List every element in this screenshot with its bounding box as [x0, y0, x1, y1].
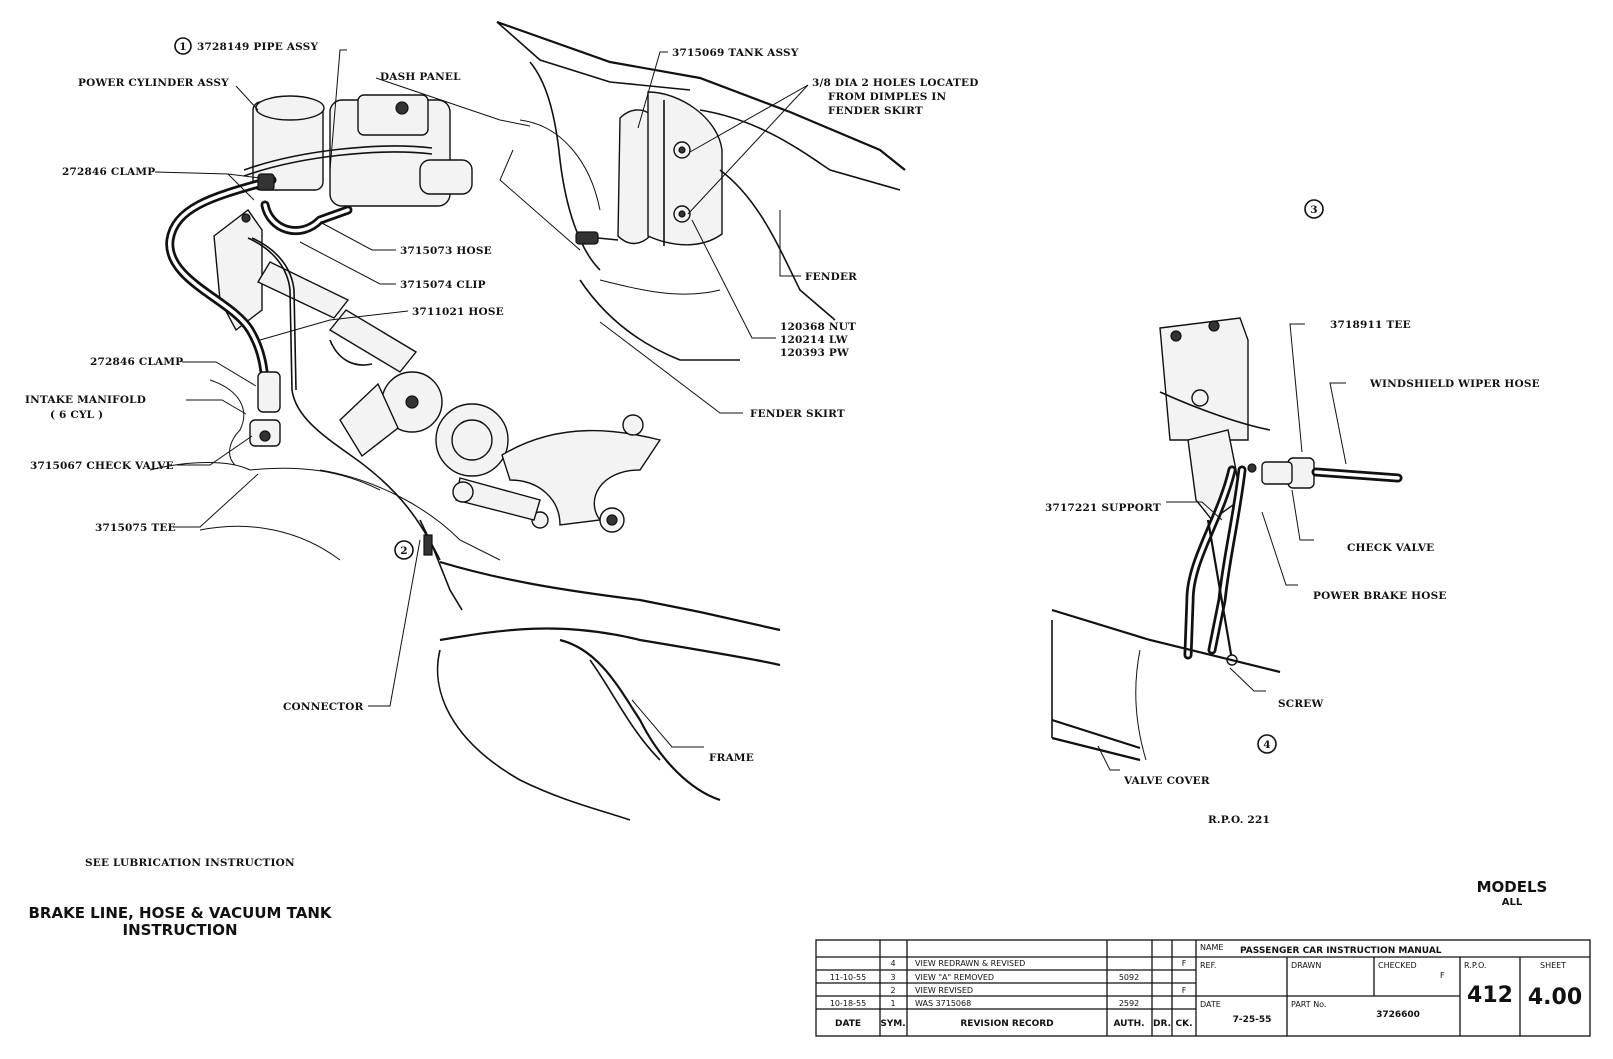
revision-date: 11-10-55 — [830, 973, 866, 982]
date-label: DATE — [1200, 1000, 1221, 1009]
revision-sym: 1 — [890, 999, 895, 1008]
callout-number-3-text: 3 — [1310, 204, 1318, 216]
label-clip-3715074: 3715074 CLIP — [400, 279, 486, 291]
date-value: 7-25-55 — [1233, 1015, 1272, 1025]
label-tank-assy: 3715069 TANK ASSY — [672, 47, 799, 59]
label-support: 3717221 SUPPORT — [1045, 502, 1161, 514]
models-value: ALL — [1502, 897, 1523, 908]
rpo-label: R.P.O. — [1464, 961, 1486, 970]
drawing-title-line-1: BRAKE LINE, HOSE & VACUUM TANK — [29, 904, 333, 922]
header-auth: AUTH. — [1113, 1019, 1144, 1029]
rpo-value: 412 — [1467, 983, 1513, 1008]
header-revision-record: REVISION RECORD — [960, 1019, 1053, 1029]
label-holes-line-2: FROM DIMPLES IN — [828, 91, 946, 103]
label-nut-line-1: 120368 NUT — [780, 321, 856, 333]
label-pipe-assy: 3728149 PIPE ASSY — [197, 41, 318, 53]
callout-number-1 — [174, 37, 192, 55]
label-hose-3711021: 3711021 HOSE — [412, 306, 504, 318]
header-sym: SYM. — [880, 1019, 905, 1029]
drawing-title-line-2: INSTRUCTION — [122, 921, 237, 939]
label-lubrication-note: SEE LUBRICATION INSTRUCTION — [85, 857, 295, 869]
header-dr: DR. — [1153, 1019, 1171, 1029]
label-intake-manifold-cyl: ( 6 CYL ) — [50, 409, 103, 421]
callout-labels: 1 3728149 PIPE ASSY POWER CYLINDER ASSY … — [25, 37, 1540, 869]
label-check-valve-left: 3715067 CHECK VALVE — [30, 460, 174, 472]
label-fender-skirt: FENDER SKIRT — [750, 408, 845, 420]
label-power-cylinder-assy: POWER CYLINDER ASSY — [78, 77, 229, 89]
label-power-brake-hose: POWER BRAKE HOSE — [1313, 590, 1447, 602]
part-label: PART No. — [1291, 1000, 1326, 1009]
label-holes-line-3: FENDER SKIRT — [828, 105, 923, 117]
revision-ck: F — [1182, 986, 1187, 995]
revision-row: 11-10-55 3 VIEW "A" REMOVED 5092 — [830, 973, 1139, 982]
callout-number-3 — [1304, 199, 1324, 219]
label-check-valve-right: CHECK VALVE — [1347, 542, 1434, 554]
label-tee-3715075: 3715075 TEE — [95, 522, 176, 534]
rpo-221-view-drawing — [1051, 317, 1403, 762]
callout-number-4-text: 4 — [1263, 739, 1271, 751]
revision-record: VIEW REVISED — [915, 986, 973, 995]
label-nut-line-3: 120393 PW — [780, 347, 849, 359]
checked-label: CHECKED — [1378, 961, 1417, 970]
models-heading: MODELS — [1477, 878, 1548, 896]
leader-lines — [154, 49, 1347, 771]
label-frame: FRAME — [709, 752, 754, 764]
sheet-label: SHEET — [1540, 961, 1566, 970]
label-screw: SCREW — [1278, 698, 1323, 710]
revision-record: WAS 3715068 — [915, 999, 971, 1008]
revision-row: 2 VIEW REVISED F — [890, 986, 1186, 995]
callout-number-2 — [394, 540, 414, 560]
label-connector: CONNECTOR — [283, 701, 364, 713]
label-windshield-wiper-hose: WINDSHIELD WIPER HOSE — [1369, 378, 1540, 390]
label-clamp-lower: 272846 CLAMP — [90, 356, 183, 368]
name-value: PASSENGER CAR INSTRUCTION MANUAL — [1240, 946, 1442, 956]
revision-record: VIEW REDRAWN & REVISED — [915, 959, 1025, 968]
revision-ck: F — [1182, 959, 1187, 968]
header-date: DATE — [835, 1019, 861, 1029]
revision-date: 10-18-55 — [830, 999, 866, 1008]
revision-auth: 2592 — [1119, 999, 1139, 1008]
callout-number-4 — [1257, 734, 1277, 754]
callout-number-2-text: 2 — [400, 545, 408, 557]
label-rpo-221: R.P.O. 221 — [1208, 814, 1270, 826]
revision-row: 10-18-55 1 WAS 3715068 2592 — [830, 999, 1139, 1008]
label-tee-3718911: 3718911 TEE — [1330, 319, 1411, 331]
label-dash-panel: DASH PANEL — [380, 71, 461, 83]
power-brake-assembly-drawing — [149, 20, 906, 821]
vacuum-tank-drawing — [575, 91, 901, 361]
label-valve-cover: VALVE COVER — [1123, 775, 1210, 787]
checked-value: F — [1440, 971, 1445, 980]
ref-label: REF. — [1200, 961, 1216, 970]
revision-sym: 4 — [890, 959, 895, 968]
revision-auth: 5092 — [1119, 973, 1139, 982]
name-label: NAME — [1200, 943, 1223, 952]
revision-record: VIEW "A" REMOVED — [915, 973, 994, 982]
label-hose-3715073: 3715073 HOSE — [400, 245, 492, 257]
label-intake-manifold: INTAKE MANIFOLD — [25, 394, 146, 406]
callout-number-1-text: 1 — [179, 41, 187, 53]
label-fender: FENDER — [805, 271, 857, 283]
revision-sym: 3 — [890, 973, 895, 982]
label-holes-line-1: 3/8 DIA 2 HOLES LOCATED — [812, 77, 979, 89]
title-block: 4 VIEW REDRAWN & REVISED F 11-10-55 3 VI… — [815, 939, 1591, 1037]
sheet-value: 4.00 — [1528, 985, 1582, 1010]
label-clamp-top: 272846 CLAMP — [62, 166, 155, 178]
drawn-label: DRAWN — [1291, 961, 1321, 970]
revision-row: 4 VIEW REDRAWN & REVISED F — [890, 959, 1186, 968]
label-nut-line-2: 120214 LW — [780, 334, 848, 346]
revision-sym: 2 — [890, 986, 895, 995]
header-ck: CK. — [1176, 1019, 1193, 1029]
part-value: 3726600 — [1376, 1010, 1420, 1020]
